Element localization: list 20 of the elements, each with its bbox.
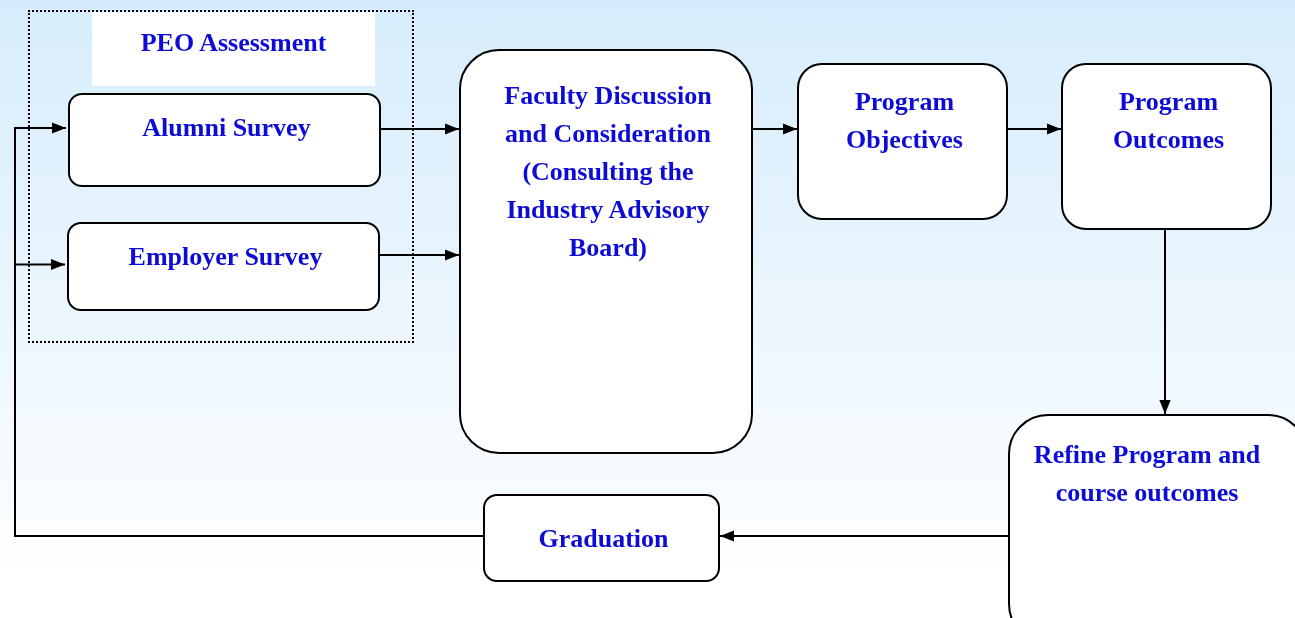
box-text: Program Outcomes [1111,86,1226,156]
box-text: Program Objectives [845,86,964,156]
group-heading: PEO Assessment [92,12,375,86]
arrow [752,123,798,135]
process-box [483,494,720,582]
process-box [67,222,380,311]
process-box [459,49,753,454]
process-box [68,93,381,187]
dotted-group-frame [28,10,414,343]
box-text: Refine Program and course outcomes [1032,439,1262,509]
arrow [1159,229,1171,415]
box-text: Employer Survey [127,241,324,273]
process-box [1061,63,1272,230]
box-text: Alumni Survey [141,112,312,144]
process-box [1008,414,1295,618]
box-text: Graduation [537,523,670,555]
process-box [797,63,1008,220]
box-text: Faculty Discussion and Consideration (Consulting the Industry Advisory Board) [503,80,713,264]
arrow [719,530,1009,542]
arrow [1007,123,1062,135]
